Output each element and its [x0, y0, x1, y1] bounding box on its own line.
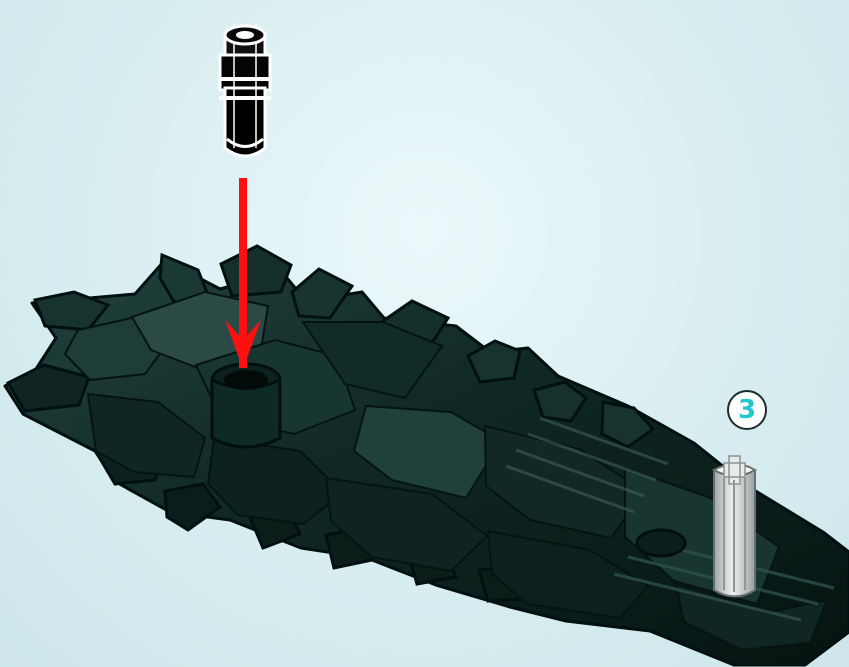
step-number-badge: 3 [727, 390, 767, 430]
lego-pin-icon [219, 23, 271, 156]
lego-axle-icon [714, 456, 755, 597]
tread-body-icon [5, 246, 849, 665]
